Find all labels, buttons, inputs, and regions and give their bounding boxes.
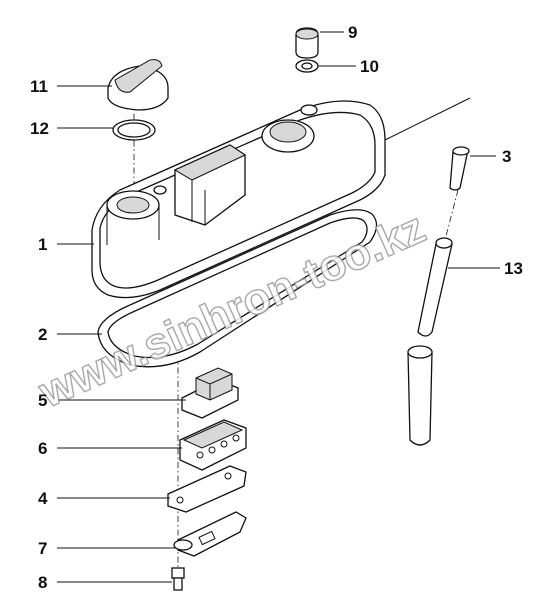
callout-5: 5 bbox=[38, 391, 47, 410]
callout-6: 6 bbox=[38, 439, 47, 458]
callout-4: 4 bbox=[38, 489, 48, 508]
callout-3: 3 bbox=[502, 147, 511, 166]
callout-12: 12 bbox=[30, 119, 49, 138]
plate-part-4 bbox=[167, 465, 247, 513]
callout-8: 8 bbox=[38, 573, 47, 592]
baffle-element-part-6 bbox=[179, 419, 247, 471]
fitting-part-3 bbox=[449, 146, 470, 191]
callout-11: 11 bbox=[30, 77, 48, 96]
cap-nut-part-9 bbox=[295, 27, 319, 59]
washer-part-10 bbox=[295, 59, 319, 73]
oil-cap-part-11 bbox=[107, 59, 169, 111]
gasket-part-2 bbox=[97, 209, 378, 368]
valve-cover-part-1 bbox=[91, 97, 471, 299]
o-ring-part-12 bbox=[112, 119, 156, 141]
callout-7: 7 bbox=[38, 539, 47, 558]
callout-2: 2 bbox=[38, 325, 47, 344]
hose-axis-line bbox=[444, 189, 459, 241]
callout-10: 10 bbox=[360, 57, 379, 76]
callout-13: 13 bbox=[504, 259, 523, 278]
hose-part-13 bbox=[407, 237, 453, 446]
callout-1: 1 bbox=[38, 235, 47, 254]
callout-9: 9 bbox=[348, 23, 357, 42]
bracket-part-7 bbox=[173, 511, 247, 557]
leader-lines bbox=[57, 31, 500, 583]
filter-block-part-5 bbox=[181, 367, 239, 419]
bolt-part-8 bbox=[171, 567, 185, 591]
